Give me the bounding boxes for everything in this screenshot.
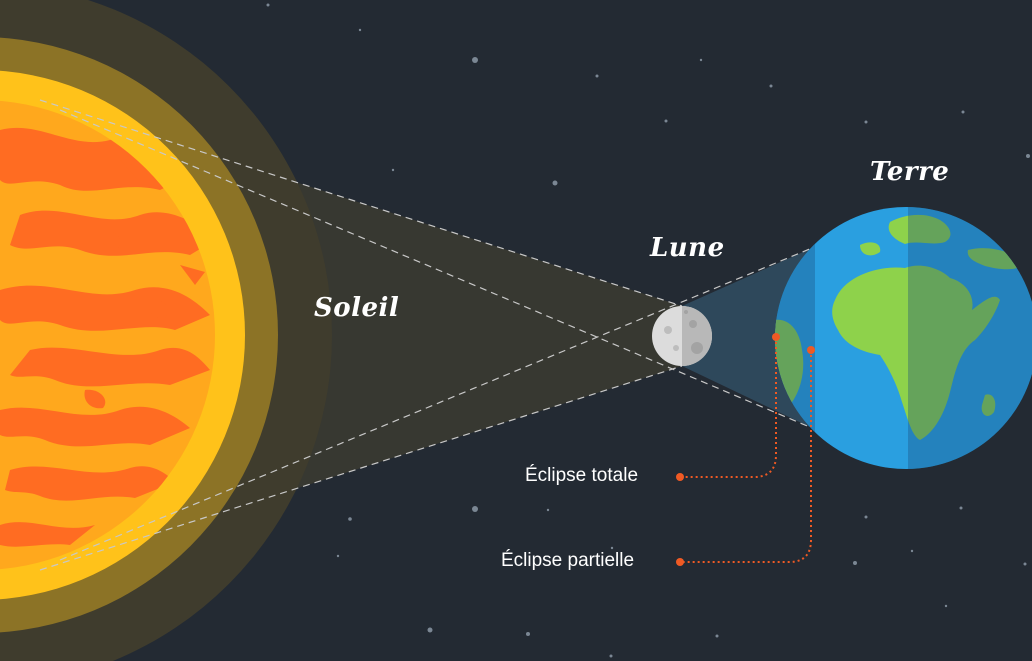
star [348,517,352,521]
star [1023,562,1027,566]
star [546,508,550,512]
total-eclipse-label: Éclipse totale [525,465,639,486]
star [961,110,965,114]
total-eclipse-dot [676,473,684,481]
star [715,634,719,638]
star [472,57,478,63]
star [266,3,270,7]
partial-eclipse-dot [676,558,684,566]
partial-eclipse-leader [680,350,812,563]
partial-eclipse-label: Éclipse partielle [501,550,635,571]
total-eclipse-marker [772,333,780,341]
star [526,632,530,636]
tangent-line [39,99,683,307]
tangent-lines [39,99,813,571]
earth-label: Terre [870,157,950,187]
star [336,554,340,558]
partial-eclipse-marker [807,346,815,354]
sun-label: Soleil [314,293,400,323]
star [472,506,478,512]
moon-label: Lune [650,233,725,263]
star [427,627,433,633]
star [595,74,599,78]
tangent-line [59,247,813,561]
star [864,120,868,124]
star [610,546,614,550]
earth [775,207,1032,469]
total-eclipse-leader [680,337,777,478]
star [358,28,362,32]
star [944,604,948,608]
sun-texture [0,127,215,547]
annotation-leaders [680,337,812,563]
star [769,84,773,88]
star [910,549,914,553]
annotation-markers [676,333,815,566]
star [1026,154,1030,158]
shadow-cone [682,248,812,428]
star [699,58,703,62]
star [391,168,395,172]
tangent-line [59,109,813,429]
star [664,119,668,123]
stars [266,3,1030,658]
star [552,180,558,186]
star [853,561,857,565]
star [959,506,963,510]
sun [0,100,215,570]
star [609,654,613,658]
star [864,515,868,519]
tangent-line [39,365,683,571]
